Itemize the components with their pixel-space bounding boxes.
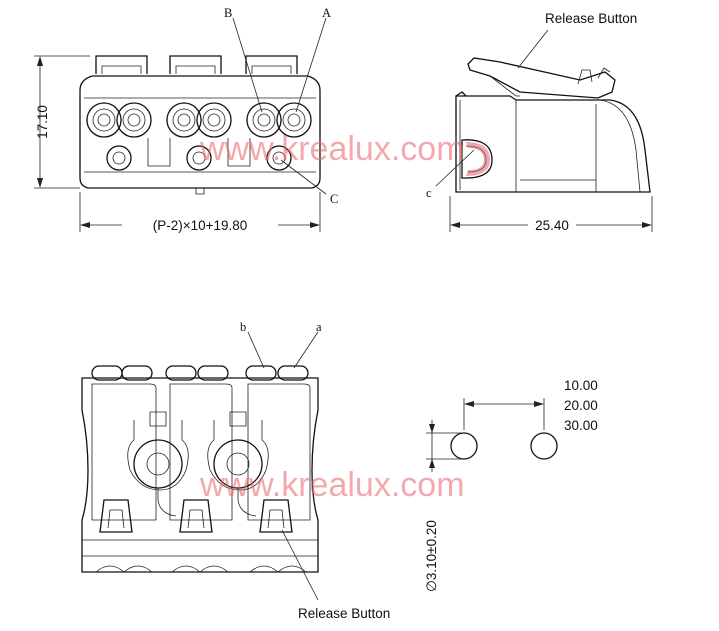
side-body-outline [455,95,651,193]
width-dimension-text: (P-2)×10+19.80 [153,218,248,233]
label-B: B [224,6,232,20]
height-dimension: 17.10 [34,55,90,189]
pitch-20-text: 20.00 [564,398,598,413]
watermark-top: www.krealux.com [199,130,465,168]
side-release-lever [467,57,616,99]
mounting-hole-2 [530,432,558,460]
side-view: c Release Button 25.40 [426,11,653,233]
label-A: A [322,6,331,20]
depth-dimension: 25.40 [449,196,653,233]
mounting-hole-1 [450,432,478,460]
hole-diameter-text: ∅3.10±0.20 [424,520,439,592]
watermark-bottom: www.krealux.com [199,466,465,504]
width-dimension: (P-2)×10+19.80 [79,192,321,233]
front-view: 17.10 (P-2)×10+19.80 B A C [34,6,338,233]
label-a: a [316,320,322,334]
bottom-springs [127,411,269,517]
depth-dimension-text: 25.40 [535,218,569,233]
label-C: C [330,192,338,206]
label-b: b [240,320,246,334]
bottom-release-buttons [99,499,293,533]
bottom-view: b a Release Button [81,320,390,621]
bottom-wire-openings [91,365,309,381]
hole-pattern: 10.00 20.00 30.00 ∅3.10±0.20 [424,378,598,592]
front-test-holes [106,138,292,171]
release-button-label-bottom: Release Button [298,606,390,621]
label-c-side: c [426,186,432,200]
pitch-10-text: 10.00 [564,378,598,393]
front-body-outline [79,75,321,189]
release-button-label-top: Release Button [545,11,637,26]
front-release-tabs [95,55,298,74]
height-dimension-text: 17.10 [35,105,50,139]
pitch-30-text: 30.00 [564,418,598,433]
bottom-body-outline [81,377,319,573]
front-wire-entries [86,102,312,138]
